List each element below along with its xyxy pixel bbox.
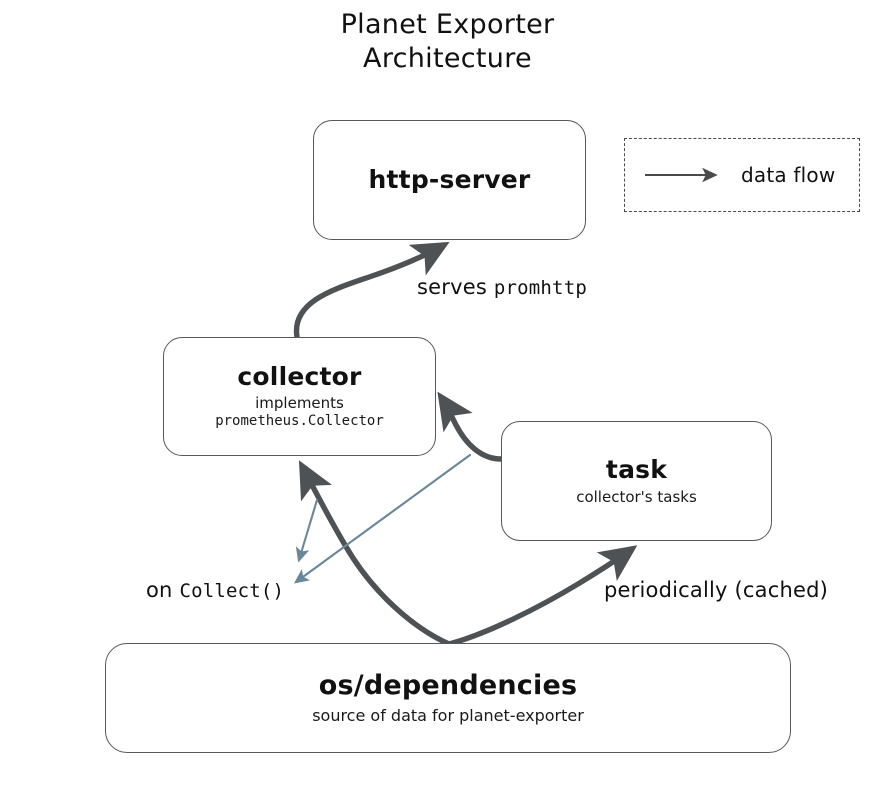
node-collector[interactable]: collector implements prometheus.Collecto… [163, 337, 436, 456]
page-title-line-2: Architecture [363, 43, 532, 74]
node-collector-title: collector [237, 361, 362, 391]
node-http-server-title: http-server [368, 164, 531, 194]
node-collector-interface: prometheus.Collector [215, 413, 384, 430]
node-task-subtitle: collector's tasks [576, 487, 697, 506]
edge-label-serves-mono: promhttp [493, 277, 587, 299]
node-task[interactable]: task collector's tasks [501, 421, 772, 541]
edge-task-on-collect [293, 453, 472, 584]
node-task-title: task [605, 455, 668, 485]
edge-label-serves-prefix: serves [417, 275, 494, 299]
legend-box: data flow [624, 138, 860, 212]
edge-collector-on-collect [295, 498, 319, 563]
edge-collector-to-http-server [293, 241, 450, 340]
legend-label: data flow [741, 163, 836, 187]
edge-os-to-collector [298, 460, 452, 647]
node-os-dependencies-subtitle: source of data for planet-exporter [312, 706, 584, 726]
edge-label-on-collect: on Collect() [146, 578, 284, 602]
edge-label-collect-mono: Collect() [179, 580, 285, 602]
node-http-server[interactable]: http-server [313, 120, 586, 240]
node-os-dependencies[interactable]: os/dependencies source of data for plane… [105, 643, 791, 753]
node-collector-subtitle: implements [255, 394, 344, 413]
node-os-dependencies-title: os/dependencies [318, 670, 578, 702]
edge-label-on-prefix: on [146, 578, 180, 602]
edge-task-to-collector [437, 391, 504, 462]
edge-os-to-task [446, 545, 638, 647]
page-title: Planet Exporter Architecture [0, 8, 895, 76]
page-title-line-1: Planet Exporter [340, 9, 555, 40]
edge-label-periodically-cached: periodically (cached) [604, 578, 829, 602]
arrow-right-icon [645, 167, 718, 183]
edge-label-serves-promhttp: serves promhttp [417, 275, 587, 299]
